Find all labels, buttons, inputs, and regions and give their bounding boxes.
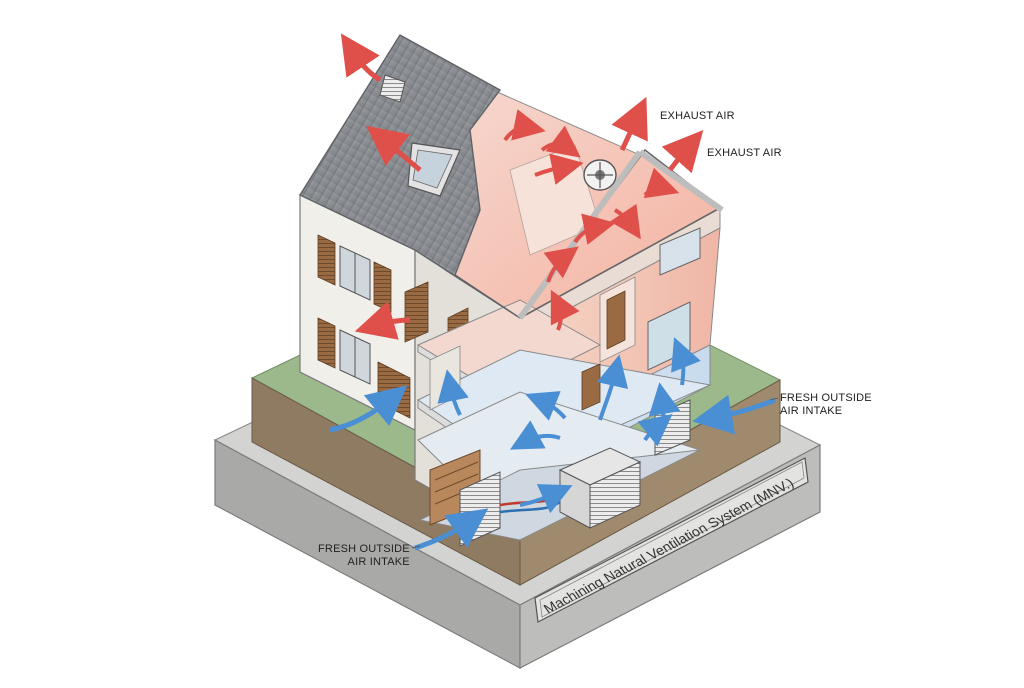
exhaust-air-text-2: EXHAUST AIR — [707, 147, 782, 159]
fresh-air-intake-label-left: FRESH OUTSIDE AIR INTAKE — [318, 543, 410, 569]
fresh-air-right-line1: FRESH OUTSIDE — [780, 392, 872, 404]
fresh-air-left-line1: FRESH OUTSIDE — [318, 543, 410, 555]
fresh-air-arrows — [329, 337, 776, 551]
fresh-air-left-line2: AIR INTAKE — [347, 556, 410, 568]
attic-fan — [583, 159, 617, 191]
exhaust-arrows — [340, 33, 704, 340]
roof — [298, 34, 724, 320]
callout-leaders — [411, 397, 779, 549]
exhaust-air-label-2: EXHAUST AIR — [707, 147, 782, 160]
exhaust-air-text-1: EXHAUST AIR — [660, 110, 735, 122]
left-facade-windows — [317, 234, 469, 419]
fresh-air-right-line2: AIR INTAKE — [780, 405, 843, 417]
exhaust-air-label-1: EXHAUST AIR — [660, 110, 735, 123]
fresh-air-intake-label-right: FRESH OUTSIDE AIR INTAKE — [780, 392, 872, 418]
